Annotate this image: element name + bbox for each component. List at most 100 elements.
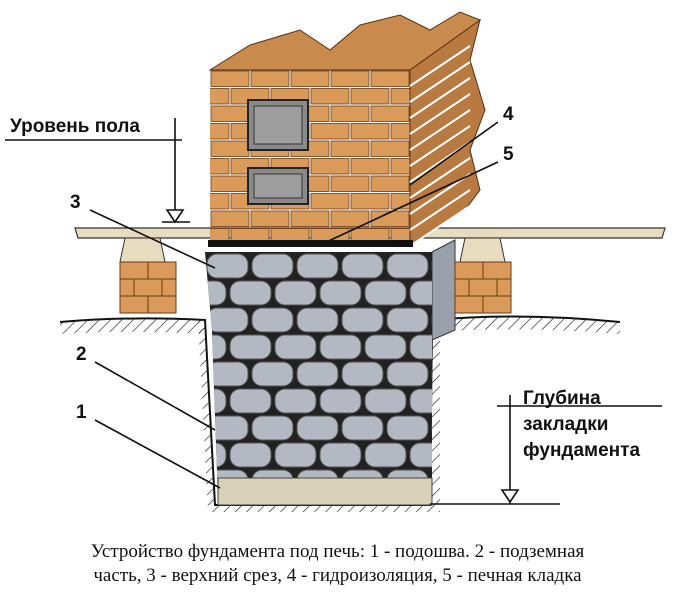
brick [210, 105, 250, 122]
pillar-brick [454, 295, 484, 314]
brick [210, 175, 250, 192]
brick [350, 88, 390, 105]
brick [290, 210, 330, 227]
brick [250, 210, 290, 227]
ash-door [247, 167, 309, 205]
brick [390, 123, 410, 140]
figure-caption: Устройство фундамента под печь: 1 - подо… [0, 540, 675, 588]
rubble-stone [251, 415, 294, 441]
side-mortar-line [409, 45, 471, 87]
brick [330, 70, 370, 87]
brick [210, 123, 230, 140]
pillar-brick [454, 261, 484, 280]
brick [330, 105, 370, 122]
rubble-stone [319, 280, 362, 306]
pillar-brick [482, 261, 512, 280]
side-mortar-line [409, 205, 471, 247]
pillar-brick [133, 278, 163, 297]
rubble-stone [341, 415, 384, 441]
brick [310, 88, 350, 105]
pillar-brick [119, 295, 149, 314]
rubble-stone [229, 388, 272, 414]
brick [310, 193, 350, 210]
rubble-stone [319, 442, 362, 468]
rubble-stone [296, 361, 339, 387]
label-2: 2 [76, 344, 87, 365]
pillar-brick [482, 295, 512, 314]
brick [350, 123, 390, 140]
rubble-stone [251, 361, 294, 387]
depth-label-line3: фундамента [523, 440, 641, 461]
pillar-brick [119, 278, 135, 297]
brick [390, 228, 410, 242]
rubble-stone [229, 334, 272, 360]
rubble-stone [206, 415, 249, 441]
brick [210, 228, 230, 242]
brick [270, 228, 310, 242]
rubble-stone [251, 253, 294, 279]
waterproofing-layer [208, 240, 413, 247]
pillar-brick [496, 278, 512, 297]
brick [210, 88, 230, 105]
rubble-stone [364, 388, 407, 414]
rubble-stone [386, 415, 429, 441]
rubble-stone [319, 334, 362, 360]
brick [390, 88, 410, 105]
caption-line-1: Устройство фундамента под печь: 1 - подо… [90, 541, 585, 562]
rubble-stone [364, 442, 407, 468]
brick [330, 140, 370, 157]
brick [370, 210, 410, 227]
floor-joist-right [459, 237, 506, 263]
rubble-stone [409, 280, 432, 306]
rubble-stone [205, 280, 227, 306]
rubble-stone [274, 280, 317, 306]
brick [370, 70, 410, 87]
depth-label-line1: Глубина [523, 388, 601, 409]
label-4: 4 [503, 104, 514, 125]
floor-level-label: Уровень пола [10, 116, 140, 137]
side-mortar-line [409, 77, 471, 119]
caption-line-2: часть, 3 - верхний срез, 4 - гидроизоляц… [93, 565, 582, 586]
brick [330, 210, 370, 227]
depth-label-line2: закладки [523, 414, 609, 435]
side-mortar-line [409, 157, 471, 199]
rubble-stone [364, 334, 407, 360]
rubble-stone [206, 253, 249, 279]
rubble-stone [409, 442, 432, 468]
rubble-stone [274, 334, 317, 360]
rubble-stone [296, 253, 339, 279]
brick [350, 158, 390, 175]
rubble-stone [386, 307, 429, 333]
side-mortar-line [409, 189, 471, 231]
rubble-stone [341, 361, 384, 387]
rubble-stone [251, 307, 294, 333]
rubble-stone [364, 280, 407, 306]
brick [210, 193, 230, 210]
label-1: 1 [76, 402, 87, 423]
brick [390, 158, 410, 175]
rubble-stone [386, 253, 429, 279]
brick [210, 158, 230, 175]
brick [310, 158, 350, 175]
brick [310, 228, 350, 242]
side-mortar-line [409, 125, 471, 167]
brick [350, 228, 390, 242]
oven-door [247, 99, 309, 151]
foundation-side-face [431, 239, 456, 341]
brick [370, 105, 410, 122]
side-mortar-line [409, 109, 471, 151]
side-mortar-line [409, 173, 471, 215]
rubble-stone [229, 280, 272, 306]
pillar-brick [161, 278, 177, 297]
rubble-stone [229, 442, 272, 468]
rubble-stone [409, 388, 432, 414]
brick [230, 228, 270, 242]
rubble-stone [296, 415, 339, 441]
brick [370, 140, 410, 157]
pillar-brick [454, 278, 470, 297]
brick [350, 193, 390, 210]
brick [250, 70, 290, 87]
pillar-brick [147, 295, 177, 314]
rubble-stone [386, 361, 429, 387]
